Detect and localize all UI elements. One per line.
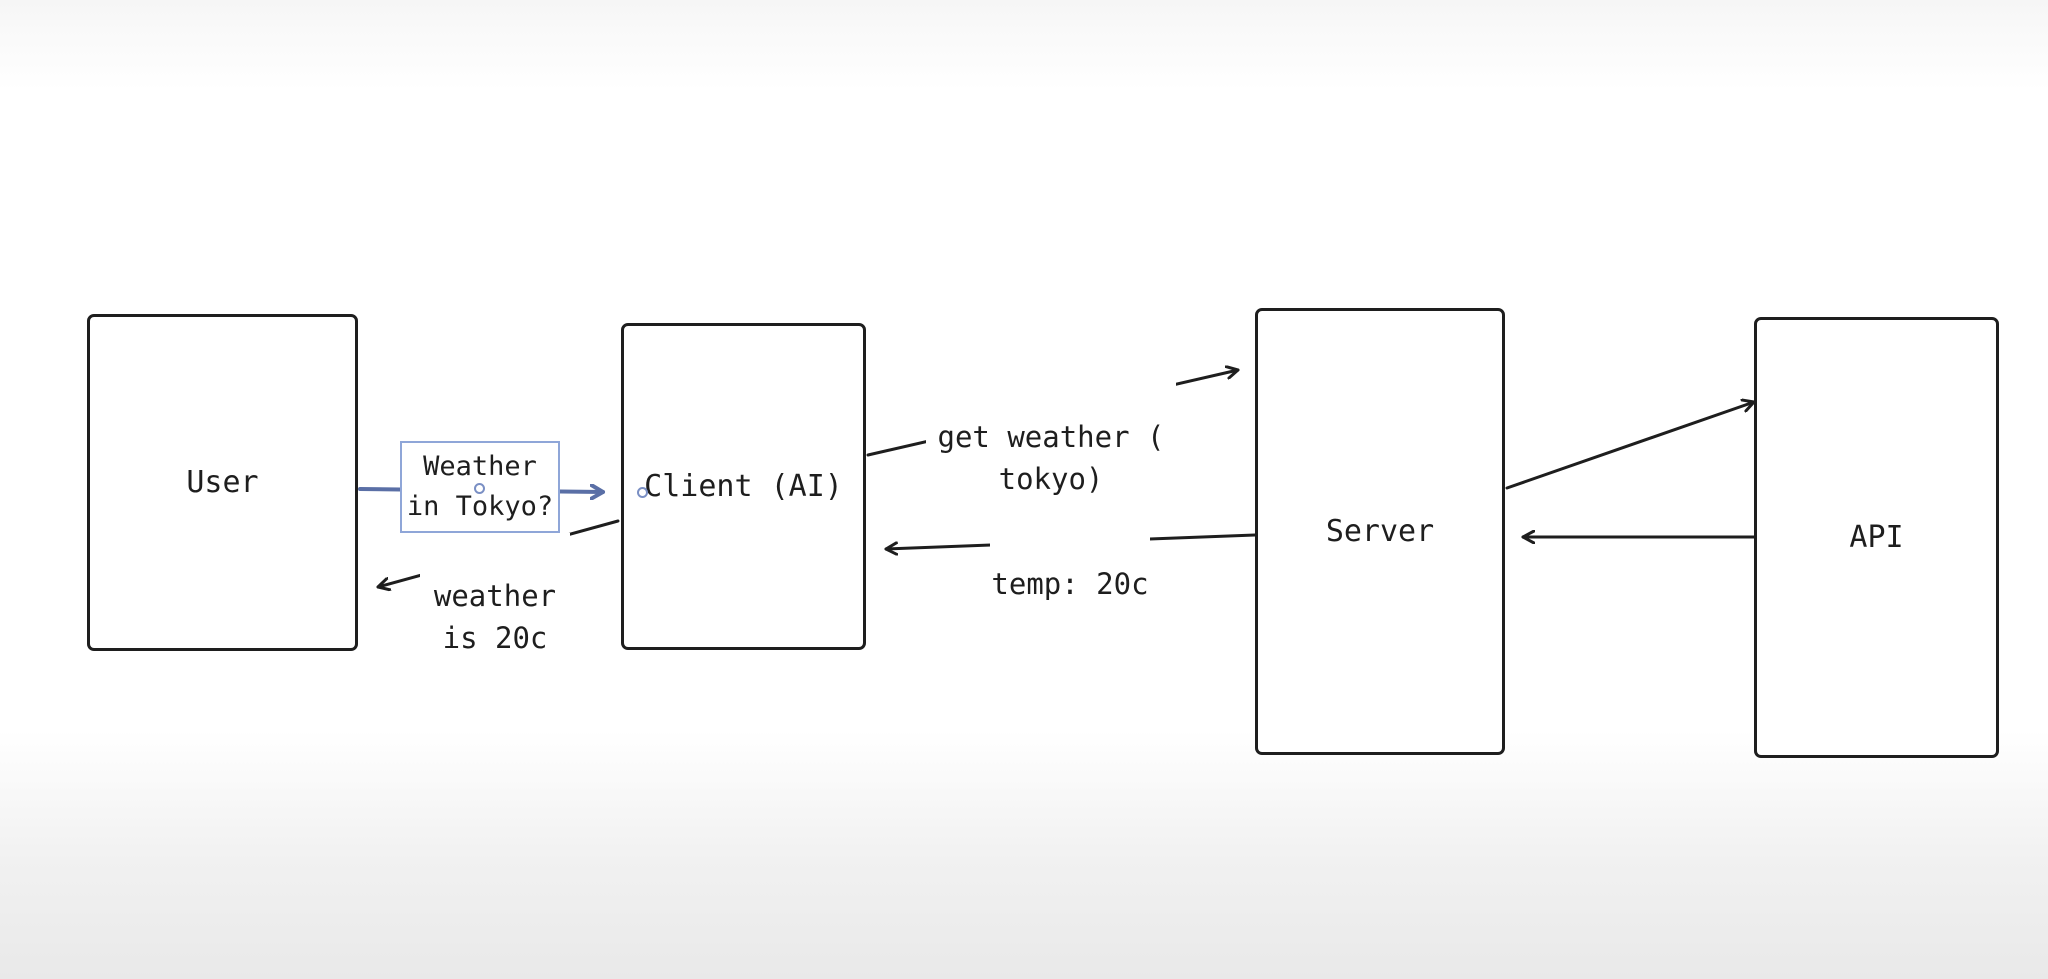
selection-handle-center[interactable] [474, 483, 485, 494]
node-client-label: Client (AI) [644, 469, 843, 504]
edge-label-weather-is[interactable]: weather is 20c [420, 533, 570, 659]
arrow-server-to-api[interactable] [1505, 402, 1756, 490]
node-user-label: User [186, 465, 259, 500]
edge-label-get-weather-text: get weather ( tokyo) [937, 420, 1165, 496]
edge-label-get-weather[interactable]: get weather ( tokyo) [926, 374, 1176, 500]
edge-label-weather-is-text: weather is 20c [433, 579, 557, 655]
selection-handle-end[interactable] [637, 487, 648, 498]
node-server[interactable]: Server [1255, 308, 1505, 755]
edge-label-weather-in-tokyo[interactable]: Weather in Tokyo? [400, 441, 560, 533]
node-server-label: Server [1325, 514, 1435, 549]
edge-label-temp-text: temp: 20c [991, 567, 1149, 601]
node-api-label: API [1849, 520, 1904, 555]
node-api[interactable]: API [1754, 317, 1999, 758]
edge-label-weather-in-tokyo-text: Weather in Tokyo? [406, 451, 554, 522]
edge-label-temp[interactable]: temp: 20c [990, 521, 1150, 605]
node-client[interactable]: Client (AI) [621, 323, 866, 650]
node-user[interactable]: User [87, 314, 358, 651]
